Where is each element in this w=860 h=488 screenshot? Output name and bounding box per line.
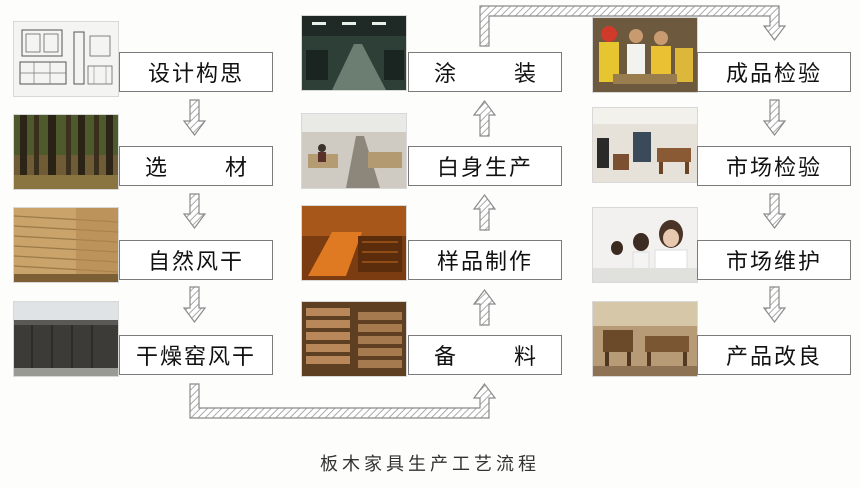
photo-stacked-lumber (14, 208, 118, 282)
step-label: 市场维护 (697, 240, 851, 280)
arrow-down (762, 193, 787, 229)
step-label: 白身生产 (408, 146, 562, 186)
step-label: 干燥窑风干 (119, 335, 273, 375)
arrow-down (762, 286, 787, 323)
step-label: 成品检验 (697, 52, 851, 92)
photo-blueprint-drawing (14, 22, 118, 96)
photo-material-stack (302, 302, 406, 376)
photo-forest (14, 115, 118, 189)
arrow-up (472, 289, 497, 326)
step-label: 样品制作 (408, 240, 562, 280)
arrow-up (472, 100, 497, 137)
step-label: 涂 装 (408, 52, 562, 92)
photo-coating-workshop (302, 16, 406, 90)
arrow-bottom-connector (189, 383, 497, 419)
step-label: 设计构思 (119, 52, 273, 92)
step-label: 市场检验 (697, 146, 851, 186)
photo-drying-kiln (14, 302, 118, 376)
photo-wood-carving (302, 206, 406, 280)
photo-showroom (593, 108, 697, 182)
step-label: 产品改良 (697, 335, 851, 375)
photo-call-center (593, 208, 697, 282)
arrow-down (182, 99, 207, 136)
photo-assembly-workshop (302, 114, 406, 188)
step-label: 自然风干 (119, 240, 273, 280)
arrow-down (762, 99, 787, 136)
arrow-down (182, 286, 207, 323)
arrow-down (182, 193, 207, 229)
step-label: 备 料 (408, 335, 562, 375)
arrow-up (472, 194, 497, 231)
step-label: 选 材 (119, 146, 273, 186)
photo-inspection-workers (593, 18, 697, 92)
diagram-caption: 板木家具生产工艺流程 (320, 454, 540, 475)
photo-furniture-room (593, 302, 697, 376)
arrow-top-connector (479, 5, 787, 47)
